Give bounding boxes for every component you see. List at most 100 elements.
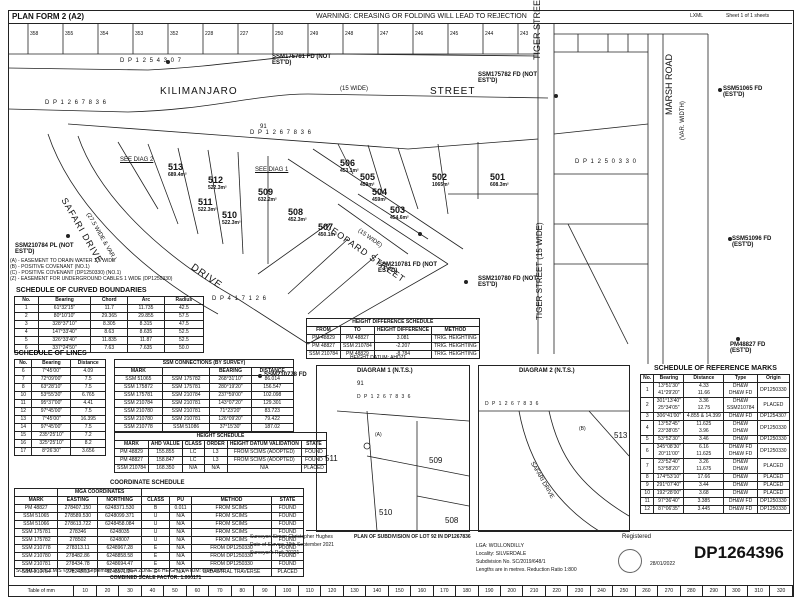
reference-mark-cell: 1 [639,382,655,398]
line-cell: 97°45'00" [31,407,72,416]
height-header: MARK [114,440,149,449]
height-cell: N/A [181,464,205,473]
ssm-connection-cell: SSM 175782 [161,375,211,384]
plan-number: DP1264396 [694,543,784,562]
line-cell: 15 [13,431,33,440]
height-diff-cell: TRIG. HEIGHTING [431,350,480,359]
reference-mark-cell: DH&W [723,481,758,490]
coordinate-cell: 278482.86 [57,552,99,561]
reference-mark-cell: 3.445 [683,505,725,514]
line-cell: 8 [13,383,33,392]
coordinate-cell: N/A [169,512,192,521]
reference-mark-cell: DP1254307 [756,412,791,421]
legend-note: (A) - EASEMENT TO DRAIN WATER 1.5 WIDE [10,258,116,264]
height-diff-cell: -8.784 [373,350,433,359]
height-cell: 155.855 [147,448,183,457]
reference-mark-cell: DH&W [723,435,758,444]
curve-cell: 1 [14,304,39,313]
coordinate-cell: E [141,568,171,577]
ruler-tick: 130 [344,586,367,596]
coordinate-header: CLASS [141,496,171,505]
top-lot-number: 248 [345,31,354,37]
reference-mark-cell: 3.44 [683,481,725,490]
coordinate-cell: FOUND [271,504,304,513]
ssm-connection-cell: SSM 210781 [161,415,211,424]
lga: LGA: WOLLONDILLY [476,543,524,549]
ssm-top2-label: SSM175782 FD (NOT EST'D) [478,72,538,84]
top-lot-number: 352 [170,31,179,37]
line-cell: 3.656 [70,447,106,456]
marsh-road-label: MARSH ROAD [664,53,674,115]
curve-cell: 47.5 [163,320,205,329]
ruler-tick: 250 [613,586,636,596]
reference-mark-cell: 23°52'40"53°58'20" [653,458,685,474]
reference-mark-cell: DH&W [723,473,758,482]
height-datum: HEIGHT DATUM: AHD71 [350,355,407,361]
reference-mark-cell: 97°36'40" [653,497,685,506]
date-of-survey: Date of Survey: 19th September 2021 [250,542,334,548]
lxml-label: LXML [690,13,704,19]
combined-scale: COMBINED SCALE FACTOR: 1.000171 [110,575,202,581]
ruler-tick: 140 [366,586,389,596]
line-cell: 7.5 [70,407,106,416]
easement-legend: (A) - EASEMENT TO DRAIN WATER 1.5 WIDE(B… [10,258,172,282]
coordinate-cell: FROM SCIMS [190,504,273,513]
ssm-connection-cell: SSM 51086 [161,423,211,432]
ruler-tick: 150 [389,586,412,596]
curve-cell: 8.315 [127,320,165,329]
reference-mark-cell: PLACED [756,481,791,490]
see-diag-1: SEE DIAG 1 [255,167,289,173]
reference-mark-cell: 10 [639,489,655,498]
coordinate-cell: N/A [169,544,192,553]
diagram-2-lot513: 513 [614,431,628,440]
coordinate-cell: E [141,544,171,553]
curve-cell: 11.7 [90,304,129,313]
curve-cell: 337°24'50" [37,344,92,353]
ssm-connection-cell: 268°31'10" [209,375,252,384]
ruler-tick: 60 [187,586,210,596]
coordinate-cell: 278407.150 [57,504,99,513]
reference-mark-cell: 87°06'35" [653,505,685,514]
coordinate-cell: B [141,504,171,513]
height-diff-header: TO [339,326,375,335]
subdivision-no: Subdivision No. SC/2019/648/1 [476,559,546,565]
reference-mark-cell: PLACED [756,397,791,413]
height-header: AHD VALUE [147,440,183,449]
curve-cell: 5 [14,336,39,345]
ruler-tick: 190 [479,586,501,596]
curve-cell: 29.365 [90,312,129,321]
height-header: ORDER [203,440,228,449]
diagram-1-easement: (A) [375,432,382,438]
curve-header: Chord [90,296,129,305]
height-cell: LC [181,448,205,457]
reference-mark-cell: 5 [639,435,655,444]
diagram-1-dp: D P 1 2 6 7 8 3 6 [357,394,412,400]
height-header: CLASS [181,440,205,449]
ruler-tick: 180 [456,586,479,596]
coordinate-cell: 6248007 [97,536,143,545]
kilimanjaro-label: KILIMANJARO [160,86,238,97]
reference-mark-cell: 7 [639,458,655,474]
reference-mark-cell: 13°51'30"41°29'20" [653,382,685,398]
height-diff-header: FROM [306,326,341,335]
curve-cell: 11.87 [127,336,165,345]
registration-date: 28/01/2022 [650,561,676,567]
reference-mark-cell: 9 [639,481,655,490]
see-diag-2: SEE DIAG 2 [120,157,154,163]
lines-title: SCHEDULE OF LINES [14,350,87,357]
diagram-1-lot508: 508 [445,516,459,525]
coordinate-cell: 278313.11 [57,544,99,553]
